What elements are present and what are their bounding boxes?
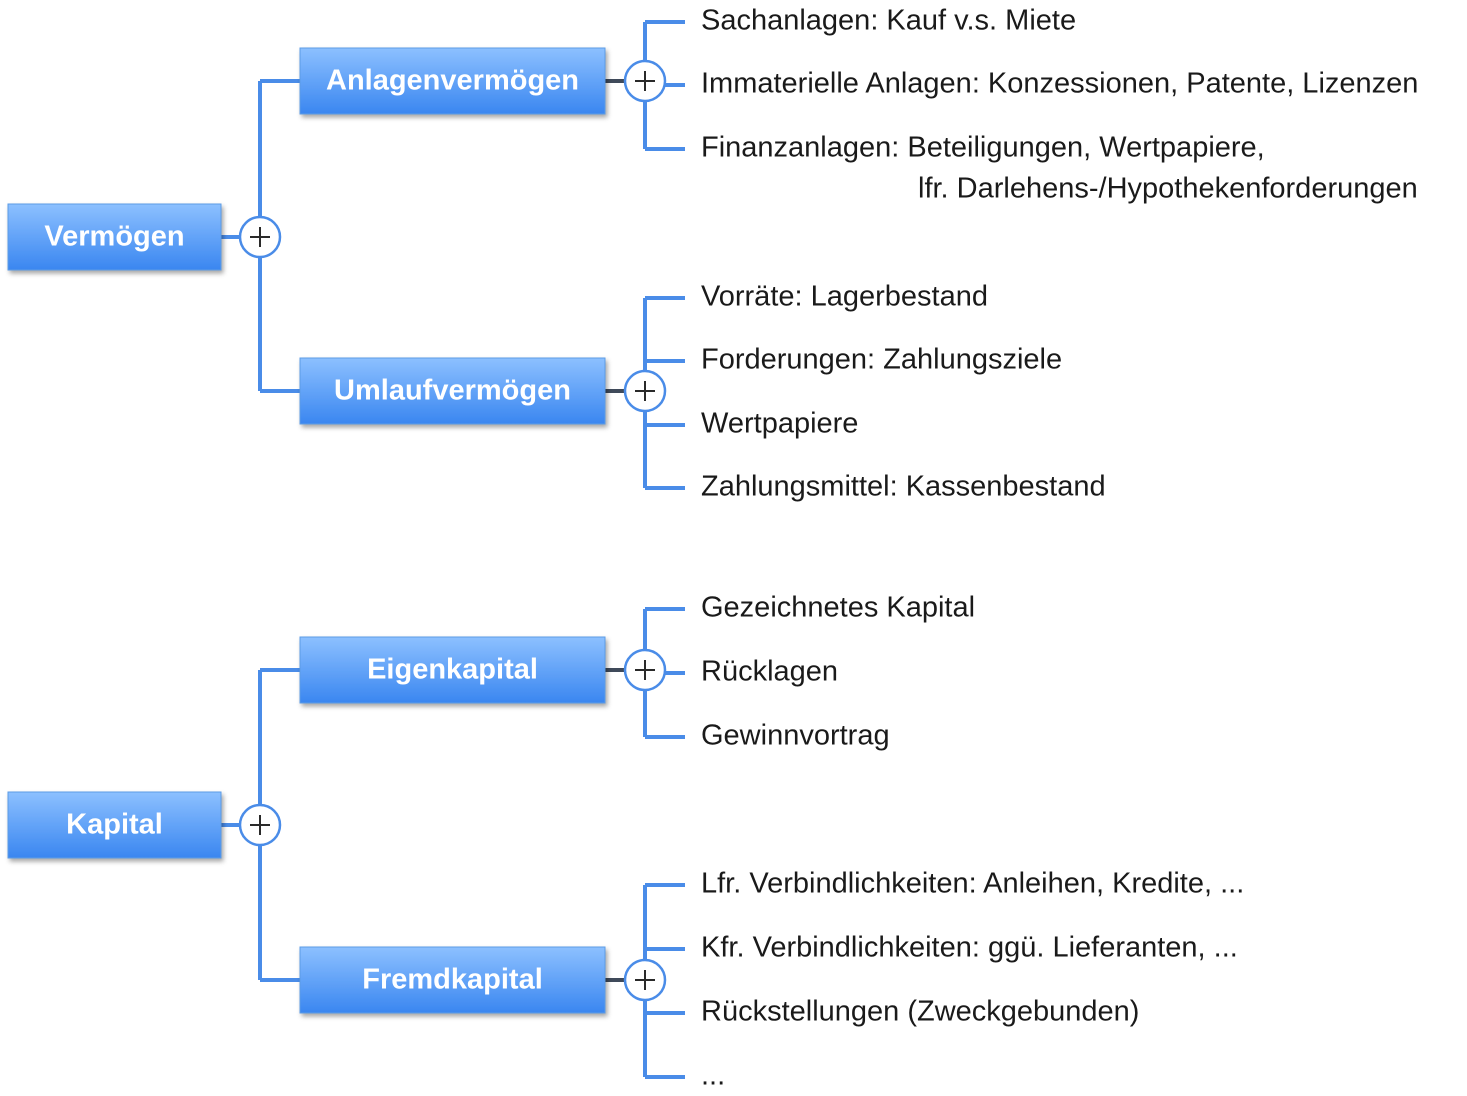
leaf-label: Rücklagen <box>701 656 838 688</box>
child-node-anlagenvermoegen[interactable]: Anlagenvermögen <box>299 47 606 115</box>
leaf-item: Rückstellungen (Zweckgebunden) <box>701 996 1139 1028</box>
leaf-label: Wertpapiere <box>701 408 858 440</box>
root-node-kapital[interactable]: Kapital <box>7 791 222 859</box>
leaf-label: ... <box>701 1060 725 1092</box>
leaf-item: Gezeichnetes Kapital <box>701 592 975 624</box>
leaf-item: Kfr. Verbindlichkeiten: ggü. Lieferanten… <box>701 932 1238 964</box>
root-node-vermoegen-label: Vermögen <box>44 221 184 253</box>
leaf-item: Wertpapiere <box>701 408 858 440</box>
expand-toggle-eigenkapital[interactable] <box>623 648 667 692</box>
leaf-item: ... <box>701 1060 725 1092</box>
child-node-umlaufvermoegen-label: Umlaufvermögen <box>334 375 571 407</box>
child-node-fremdkapital[interactable]: Fremdkapital <box>299 946 606 1014</box>
child-node-fremdkapital-label: Fremdkapital <box>362 964 543 996</box>
child-node-eigenkapital-box <box>299 636 606 704</box>
expand-toggle-kapital[interactable] <box>238 803 282 847</box>
leaf-label: Vorräte: Lagerbestand <box>701 281 988 313</box>
child-node-anlagenvermoegen-box <box>299 47 606 115</box>
leaf-item: Finanzanlagen: Beteiligungen, Wertpapier… <box>701 132 1418 205</box>
root-node-kapital-label: Kapital <box>66 809 163 841</box>
expand-toggle-anlagenvermoegen[interactable] <box>623 59 667 103</box>
leaf-item: Vorräte: Lagerbestand <box>701 281 988 313</box>
expand-toggle-umlaufvermoegen[interactable] <box>623 369 667 413</box>
connector-layer <box>221 20 685 1079</box>
expand-toggle-vermoegen[interactable] <box>238 215 282 259</box>
root-node-kapital-box <box>7 791 222 859</box>
toggle-layer <box>238 59 667 1002</box>
leaf-item: Forderungen: Zahlungsziele <box>701 344 1062 376</box>
leaf-item: Immaterielle Anlagen: Konzessionen, Pate… <box>701 68 1418 100</box>
leaf-item: Gewinnvortrag <box>701 720 890 752</box>
expand-toggle-fremdkapital[interactable] <box>623 958 667 1002</box>
child-node-fremdkapital-box <box>299 946 606 1014</box>
child-node-anlagenvermoegen-label: Anlagenvermögen <box>326 65 579 97</box>
child-node-umlaufvermoegen-box <box>299 357 606 425</box>
child-node-eigenkapital[interactable]: Eigenkapital <box>299 636 606 704</box>
root-node-vermoegen-box <box>7 203 222 271</box>
leaf-label: Lfr. Verbindlichkeiten: Anleihen, Kredit… <box>701 868 1244 900</box>
leaf-item: Sachanlagen: Kauf v.s. Miete <box>701 5 1076 37</box>
child-node-umlaufvermoegen[interactable]: Umlaufvermögen <box>299 357 606 425</box>
leaf-label: Rückstellungen (Zweckgebunden) <box>701 996 1139 1028</box>
leaf-label: Sachanlagen: Kauf v.s. Miete <box>701 5 1076 37</box>
child-node-eigenkapital-label: Eigenkapital <box>367 654 538 686</box>
leaf-label: Zahlungsmittel: Kassenbestand <box>701 471 1106 503</box>
leaf-label: Finanzanlagen: Beteiligungen, Wertpapier… <box>701 132 1265 164</box>
leaf-label: Gezeichnetes Kapital <box>701 592 975 624</box>
leaf-label: Immaterielle Anlagen: Konzessionen, Pate… <box>701 68 1418 100</box>
leaf-item: Lfr. Verbindlichkeiten: Anleihen, Kredit… <box>701 868 1244 900</box>
leaf-label: Kfr. Verbindlichkeiten: ggü. Lieferanten… <box>701 932 1238 964</box>
leaf-label-continuation: lfr. Darlehens-/Hypothekenforderungen <box>918 173 1418 205</box>
root-node-vermoegen[interactable]: Vermögen <box>7 203 222 271</box>
leaf-item: Zahlungsmittel: Kassenbestand <box>701 471 1106 503</box>
leaf-label: Gewinnvortrag <box>701 720 890 752</box>
leaf-label: Forderungen: Zahlungsziele <box>701 344 1062 376</box>
leaf-item: Rücklagen <box>701 656 838 688</box>
node-layer: Vermögen AnlagenvermögenUmlaufvermögenKap… <box>7 47 606 1014</box>
leaf-layer: Sachanlagen: Kauf v.s. MieteImmaterielle… <box>701 5 1418 1092</box>
